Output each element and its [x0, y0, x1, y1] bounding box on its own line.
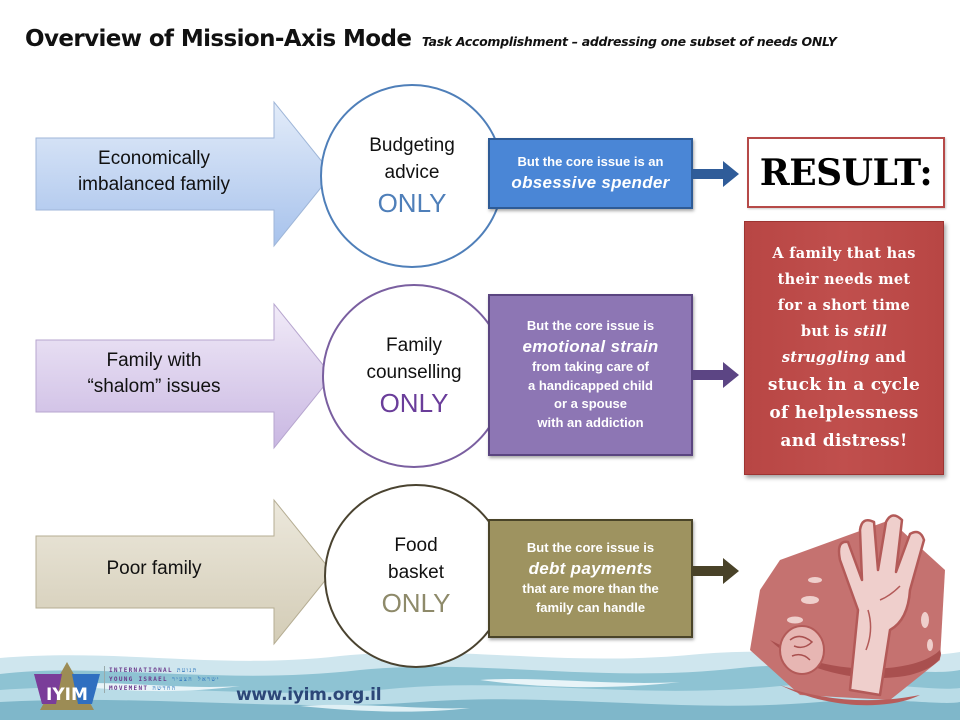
family-label-line: Family with [106, 350, 202, 371]
arrow-shape-icon [35, 498, 333, 646]
issue-text: But the core issue is an [517, 154, 664, 170]
service-label-line: basket [388, 562, 444, 584]
core-issue-box-emotional: But the core issue is emotional strain f… [488, 294, 693, 456]
logo-text: IYIM [46, 685, 88, 705]
page-subtitle: Task Accomplishment – addressing one sub… [421, 34, 837, 49]
result-heading-box: RESULT: [747, 137, 945, 208]
right-arrow-icon [693, 362, 739, 388]
drowning-hand-icon [750, 514, 945, 706]
issue-emphasis: debt payments [528, 559, 653, 579]
page-title: Overview of Mission-Axis Mode [25, 26, 412, 52]
service-label-line: counselling [366, 362, 462, 384]
family-label: Poor family [34, 556, 274, 582]
family-label: Family with “shalom” issues [34, 348, 274, 399]
org-line-english: YOUNG ISRAEL [109, 676, 168, 683]
issue-text: But the core issue is [526, 317, 655, 333]
org-line-english: INTERNATIONAL [109, 667, 173, 674]
org-line-hebrew: תנועת [176, 667, 198, 674]
right-arrow-icon [693, 161, 739, 187]
only-label: ONLY [381, 587, 451, 618]
family-label-line: imbalanced family [77, 173, 231, 195]
issue-text: But the core issue is [526, 540, 655, 556]
result-line: struggling and [781, 349, 907, 366]
family-label-line: “shalom” issues [87, 375, 221, 397]
result-emphasis: still [854, 323, 888, 340]
org-line-english: MOVEMENT [109, 685, 149, 692]
issue-text: a handicapped child [528, 377, 653, 393]
family-label-line: Poor family [106, 558, 202, 579]
core-issue-box-debt: But the core issue is debt payments that… [488, 519, 693, 638]
core-issue-box-spender: But the core issue is an obsessive spend… [488, 138, 693, 209]
result-description-box: A family that has their needs met for a sh… [744, 221, 944, 475]
issue-text: family can handle [535, 599, 646, 615]
only-label: ONLY [377, 187, 447, 218]
family-label: Economically imbalanced family [34, 146, 274, 197]
arrow-shape-icon [35, 302, 333, 450]
result-line: A family that has [772, 245, 916, 262]
issue-emphasis: emotional strain [522, 336, 659, 356]
issue-emphasis: obsessive spender [511, 172, 670, 192]
issue-text: that are more than the [522, 581, 659, 597]
org-line-hebrew: ישראל הצעיר [171, 676, 220, 683]
family-arrow-economic: Economically imbalanced family [34, 100, 334, 248]
website-link[interactable]: www.iyim.org.il [236, 685, 382, 705]
service-label-line: Budgeting [369, 134, 455, 156]
only-label: ONLY [379, 387, 449, 418]
title-row: Overview of Mission-Axis Mode Task Accom… [25, 26, 837, 52]
result-line: their needs met [777, 271, 911, 288]
family-arrow-shalom: Family with “shalom” issues [34, 302, 334, 450]
result-emphasis: struggling [781, 349, 870, 366]
issue-text: with an addiction [537, 415, 644, 431]
result-line: for a short time [777, 297, 911, 314]
result-heading: RESULT: [759, 151, 933, 194]
service-circle-counselling: Family counselling ONLY [322, 284, 506, 468]
result-line: but is still [800, 323, 888, 340]
result-line: of helplessness [769, 403, 919, 423]
service-label-line: Family [386, 334, 442, 356]
family-label-line: Economically [98, 148, 210, 169]
service-circle-food: Food basket ONLY [324, 484, 508, 668]
arrow-shape-icon [35, 100, 333, 248]
result-line: stuck in a cycle [767, 375, 921, 395]
issue-text: or a spouse [554, 396, 627, 412]
right-arrow-icon [693, 558, 739, 584]
issue-text: from taking care of [531, 358, 650, 374]
service-circle-budgeting: Budgeting advice ONLY [320, 84, 504, 268]
service-label-line: advice [384, 162, 440, 184]
org-line-hebrew: החדשה [152, 685, 177, 692]
family-arrow-poor: Poor family [34, 498, 334, 646]
iyim-logo-icon: IYIM [34, 662, 100, 710]
result-line: and distress! [780, 431, 908, 451]
service-label-line: Food [394, 534, 438, 556]
